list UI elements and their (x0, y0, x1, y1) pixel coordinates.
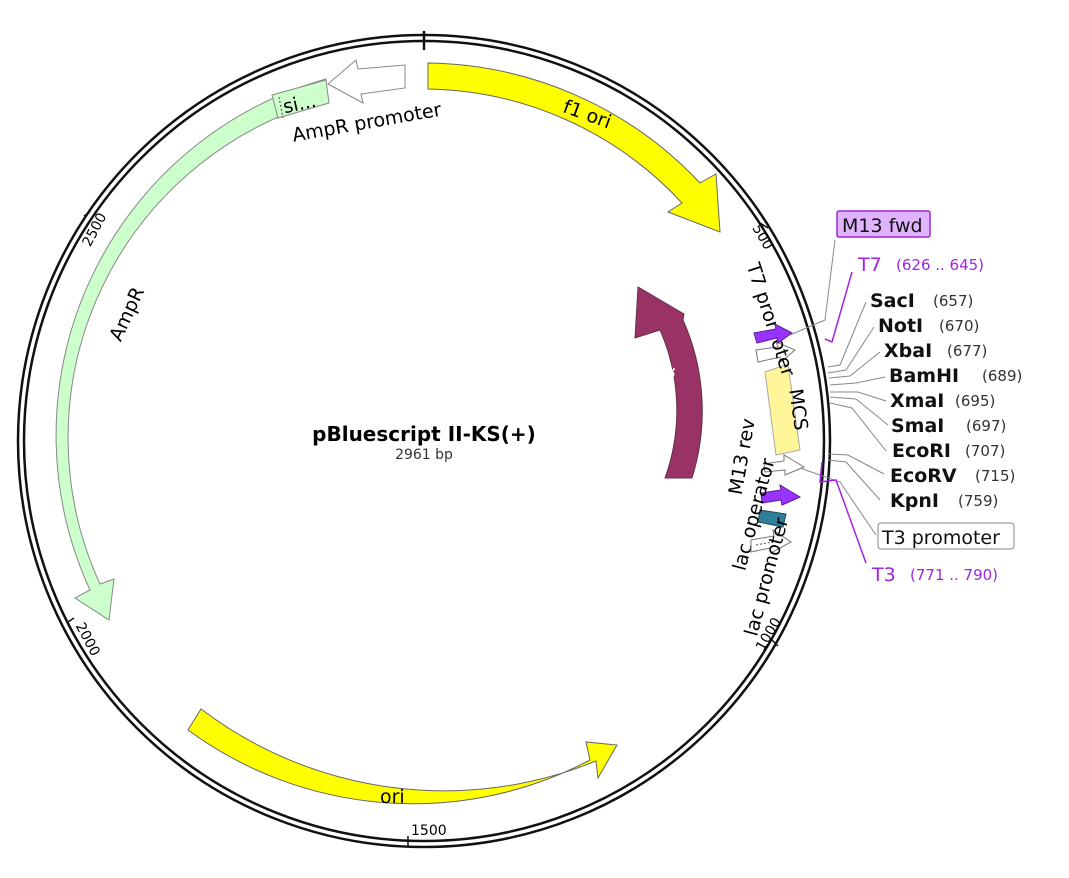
plasmid-length: 2961 bp (395, 447, 453, 463)
t3-promoter-box (877, 522, 1015, 550)
t3-leader (819, 461, 867, 564)
tick-1000 (771, 639, 779, 647)
t3-promoter-label: T3 promoter (881, 527, 1000, 549)
tick-500 (759, 222, 769, 229)
ori-label: ori (380, 786, 405, 808)
site-pos-ecoRV: (715) (975, 467, 1015, 485)
tick-label-500: 500 (749, 222, 776, 253)
site-name-bamHI: BamHI (889, 365, 959, 387)
t7-range: (626 .. 645) (896, 256, 984, 274)
t3-range: (771 .. 790) (910, 566, 998, 584)
feature-signal-sequence[interactable]: si... (271, 79, 330, 119)
site-name-sacI: SacI (870, 290, 915, 312)
site-pos-kpnI: (759) (958, 492, 998, 510)
feature-f1-ori[interactable]: f1 ori (427, 62, 721, 233)
lacza-label: lacZα (653, 366, 680, 421)
site-name-notI: NotI (878, 315, 923, 337)
tick-2000 (67, 617, 75, 623)
t3-promoter-leader (799, 467, 877, 536)
primer-m13-fwd[interactable]: M13 fwd (789, 210, 931, 336)
primer-t3[interactable]: T3 (771 .. 790) (819, 461, 998, 586)
m13-fwd-leader (789, 239, 836, 336)
feature-t3-promoter-arrow[interactable] (763, 454, 806, 476)
site-pos-bamHI: (689) (982, 367, 1022, 385)
tick-2500 (83, 211, 91, 217)
feature-mcs[interactable]: MCS (764, 363, 812, 456)
restriction-site-kpnI[interactable]: KpnI (759) (890, 490, 998, 512)
plasmid-title-group: pBluescript II-KS(+) 2961 bp (312, 422, 536, 463)
t7-leader (824, 271, 853, 344)
site-leaders (827, 301, 889, 501)
site-name-xbaI: XbaI (884, 340, 932, 362)
site-name-xmaI: XmaI (890, 390, 944, 412)
restriction-site-bamHI[interactable]: BamHI (689) (889, 365, 1022, 387)
feature-t3-promoter-callout[interactable]: T3 promoter (799, 467, 1015, 550)
site-name-ecoRV: EcoRV (890, 465, 957, 487)
m13-fwd-box (836, 210, 931, 238)
restriction-site-ecoRV[interactable]: EcoRV (715) (890, 465, 1015, 487)
t7-promoter-label: T7 promoter (741, 259, 799, 379)
restriction-site-xbaI[interactable]: XbaI (677) (884, 340, 987, 362)
t3-label: T3 (871, 564, 896, 586)
feature-lacza[interactable]: lacZα (634, 286, 703, 479)
site-pos-xmaI: (695) (955, 392, 995, 410)
feature-t7-promoter[interactable]: T7 promoter (741, 259, 799, 379)
restriction-site-ecoRI[interactable]: EcoRI (707) (892, 440, 1005, 462)
primer-arrow-m13-fwd[interactable] (753, 323, 793, 344)
site-pos-sacI: (657) (933, 292, 973, 310)
feature-ori[interactable]: ori (187, 708, 618, 808)
restriction-site-xmaI[interactable]: XmaI (695) (890, 390, 995, 412)
site-name-ecoRI: EcoRI (892, 440, 951, 462)
m13-fwd-label: M13 fwd (842, 215, 923, 237)
t7-label: T7 (857, 254, 882, 276)
restriction-site-smaI[interactable]: SmaI (697) (891, 415, 1006, 437)
site-name-kpnI: KpnI (890, 490, 939, 512)
ampr-label: AmpR (105, 284, 149, 345)
site-pos-xbaI: (677) (947, 342, 987, 360)
site-pos-ecoRI: (707) (965, 442, 1005, 460)
site-name-smaI: SmaI (891, 415, 944, 437)
plasmid-name: pBluescript II-KS(+) (312, 422, 536, 446)
site-pos-smaI: (697) (966, 417, 1006, 435)
restriction-site-sacI[interactable]: SacI (657) (870, 290, 973, 312)
restriction-site-notI[interactable]: NotI (670) (878, 315, 979, 337)
plasmid-backbone (16, 31, 832, 849)
tick-label-1500: 1500 (411, 823, 447, 839)
site-pos-notI: (670) (939, 317, 979, 335)
feature-ampr[interactable]: AmpR (55, 78, 328, 621)
primer-t7[interactable]: T7 (626 .. 645) (824, 254, 984, 344)
